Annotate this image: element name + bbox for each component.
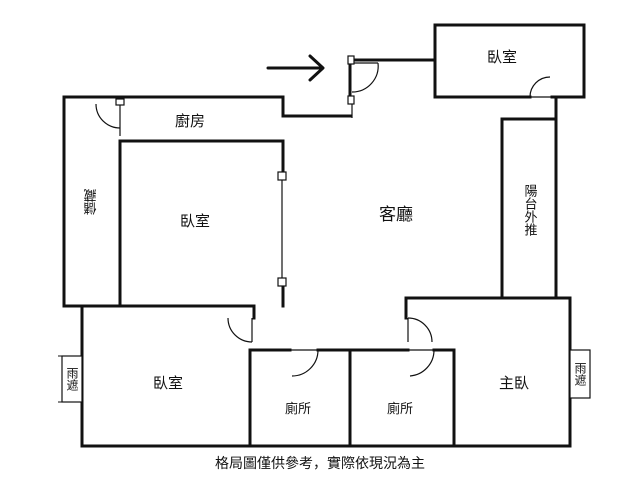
room-label-bedroom-center: 臥室	[180, 212, 210, 230]
room-label-balcony-extension: 陽台外推	[522, 184, 538, 236]
wall-stubs	[115, 55, 355, 106]
rain-shelter-right-label: 雨遮	[573, 362, 587, 386]
walls	[62, 23, 586, 448]
rain-shelter-left: 雨遮	[58, 355, 83, 403]
room-label-bathroom-left: 廁所	[285, 401, 311, 417]
room-label-master-bedroom: 主臥	[499, 374, 529, 392]
rain-shelter-left-label: 雨遮	[65, 367, 79, 391]
door-swings	[95, 62, 552, 377]
arrow-right-icon	[266, 54, 325, 82]
room-label-storage: 儲藏	[84, 189, 100, 215]
room-label-bedroom-lower-left: 臥室	[153, 374, 183, 392]
disclaimer-caption: 格局圖僅供參考，實際依現況為主	[215, 456, 425, 472]
sliding-partition	[277, 171, 287, 287]
room-label-living-room: 客廳	[379, 205, 413, 225]
room-label-kitchen: 廚房	[175, 112, 205, 130]
room-label-bedroom-top-right: 臥室	[487, 48, 517, 66]
rain-shelter-right: 雨遮	[569, 349, 591, 399]
room-label-bathroom-right: 廁所	[387, 401, 413, 417]
